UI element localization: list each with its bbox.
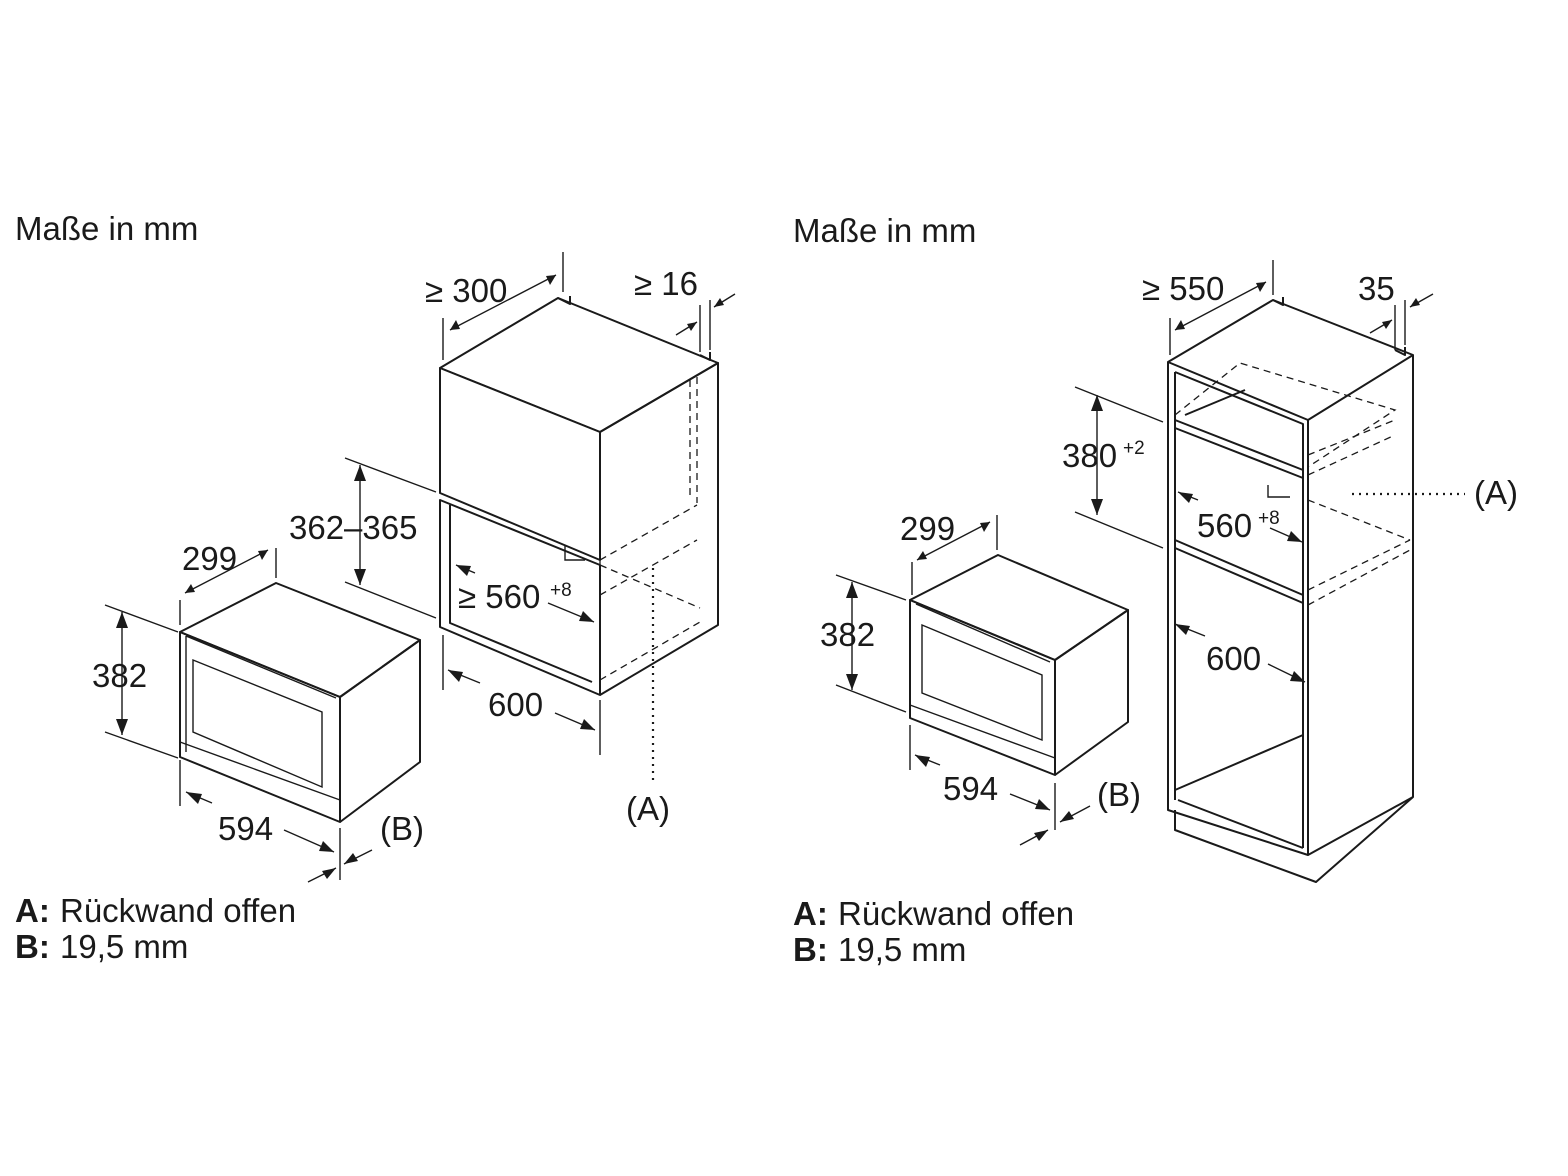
right-drawing: Maße in mm	[793, 212, 1518, 968]
left-dim-niche-height: 362–365	[289, 509, 417, 546]
right-dim-unit-height: 382	[820, 616, 875, 653]
right-dim-gap: 35	[1358, 270, 1395, 307]
left-legend-b-key: B:	[15, 928, 50, 965]
left-dim-cabinet-width: 600	[488, 686, 543, 723]
left-legend-a-key: A:	[15, 892, 50, 929]
right-dim-niche-height-tolerance: +2	[1123, 438, 1145, 459]
right-heading: Maße in mm	[793, 212, 976, 249]
left-dim-niche-width: ≥ 560	[458, 578, 540, 615]
right-dim-niche-width-tolerance: +8	[1258, 508, 1280, 529]
right-dim-unit-width: 594	[943, 770, 998, 807]
right-dim-unit-depth: 299	[900, 510, 955, 547]
right-microwave-unit	[909, 554, 1129, 776]
right-legend-a-key: A:	[793, 895, 828, 932]
left-dim-unit-width: 594	[218, 810, 273, 847]
left-wall-cabinet	[439, 296, 719, 785]
left-dim-gap-min: ≥ 16	[634, 265, 698, 302]
right-legend-a-text: Rückwand offen	[838, 895, 1074, 932]
right-legend-b-text: 19,5 mm	[838, 931, 966, 968]
right-tall-cabinet	[1167, 297, 1465, 883]
left-microwave-unit	[179, 582, 421, 823]
left-dim-unit-height: 382	[92, 657, 147, 694]
left-heading: Maße in mm	[15, 210, 198, 247]
left-dim-unit-depth: 299	[182, 540, 237, 577]
right-label-a: (A)	[1474, 474, 1518, 511]
right-dimension-lines	[835, 260, 1434, 846]
right-dim-niche-height: 380	[1062, 437, 1117, 474]
right-label-b: (B)	[1097, 776, 1141, 813]
left-label-b: (B)	[380, 810, 424, 847]
right-legend-b-key: B:	[793, 931, 828, 968]
right-dim-niche-width: 560	[1197, 507, 1252, 544]
left-legend-a-text: Rückwand offen	[60, 892, 296, 929]
right-dim-cabinet-width: 600	[1206, 640, 1261, 677]
right-dim-depth-min: ≥ 550	[1142, 270, 1224, 307]
left-dim-depth-min: ≥ 300	[425, 272, 507, 309]
left-dim-niche-width-tolerance: +8	[550, 580, 572, 601]
left-dimension-lines	[104, 252, 736, 883]
left-legend-b-text: 19,5 mm	[60, 928, 188, 965]
left-drawing: Maße in mm	[15, 210, 736, 965]
left-label-a: (A)	[626, 790, 670, 827]
